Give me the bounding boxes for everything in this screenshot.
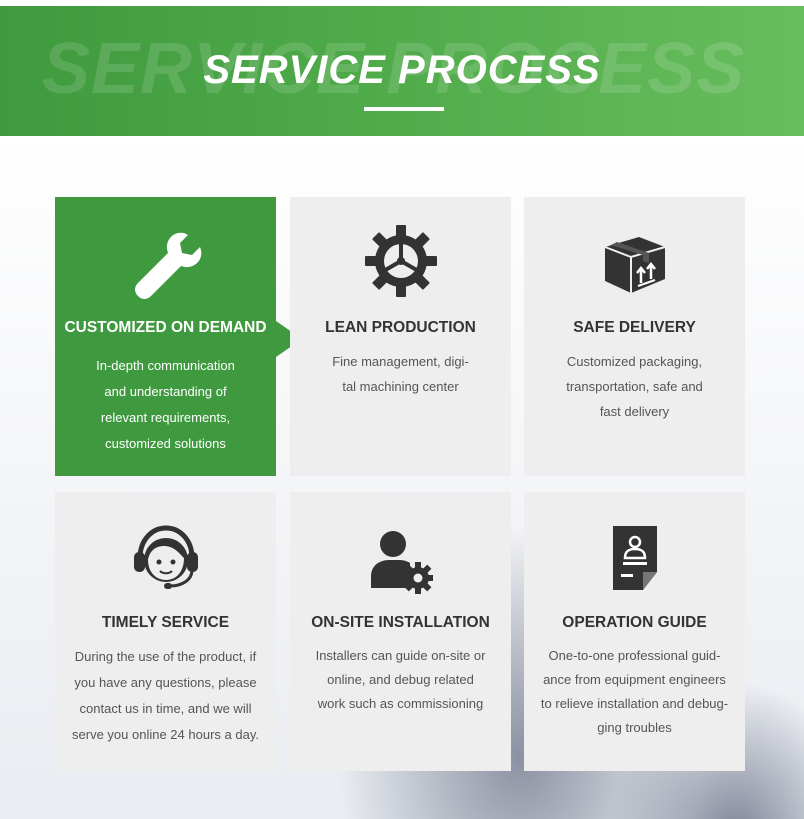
card-on-site-installation[interactable]: ON-SITE INSTALLATION Installers can guid… xyxy=(290,492,511,771)
title-underline xyxy=(364,107,444,111)
card-safe-delivery[interactable]: SAFE DELIVERY Customized packaging, tran… xyxy=(524,197,745,476)
section-header: SERVICE PROCESS SERVICE PROCESS xyxy=(0,6,804,136)
card-title: CUSTOMIZED ON DEMAND xyxy=(64,319,267,336)
card-title: OPERATION GUIDE xyxy=(562,614,707,631)
card-description: During the use of the product, if you ha… xyxy=(72,649,259,742)
card-operation-guide[interactable]: OPERATION GUIDE One-to-one professional … xyxy=(524,492,745,771)
card-description: Customized packaging, transportation, sa… xyxy=(566,354,703,419)
card-description: Installers can guide on-site or online, … xyxy=(315,648,486,711)
package-icon xyxy=(524,223,745,303)
card-title: SAFE DELIVERY xyxy=(573,319,696,336)
card-timely-service[interactable]: TIMELY SERVICE During the use of the pro… xyxy=(55,492,276,771)
card-lean-production[interactable]: LEAN PRODUCTION Fine management, digi- t… xyxy=(290,197,511,476)
card-title: TIMELY SERVICE xyxy=(101,614,230,631)
gear-icon xyxy=(290,221,511,301)
card-title: ON-SITE INSTALLATION xyxy=(311,614,490,631)
wrench-icon xyxy=(55,225,276,305)
user-gear-icon xyxy=(290,520,511,600)
card-title: LEAN PRODUCTION xyxy=(325,319,476,336)
header-background-text: SERVICE PROCESS xyxy=(42,29,746,109)
page-title: SERVICE PROCESS xyxy=(203,48,601,92)
card-description: In-depth communication and understanding… xyxy=(96,358,235,451)
card-description: One-to-one professional guid- ance from … xyxy=(540,648,729,735)
card-description: Fine management, digi- tal machining cen… xyxy=(332,354,469,394)
card-customized-on-demand[interactable]: CUSTOMIZED ON DEMAND In-depth communicat… xyxy=(55,197,276,476)
headset-agent-icon xyxy=(55,518,276,598)
document-guide-icon xyxy=(524,518,745,598)
